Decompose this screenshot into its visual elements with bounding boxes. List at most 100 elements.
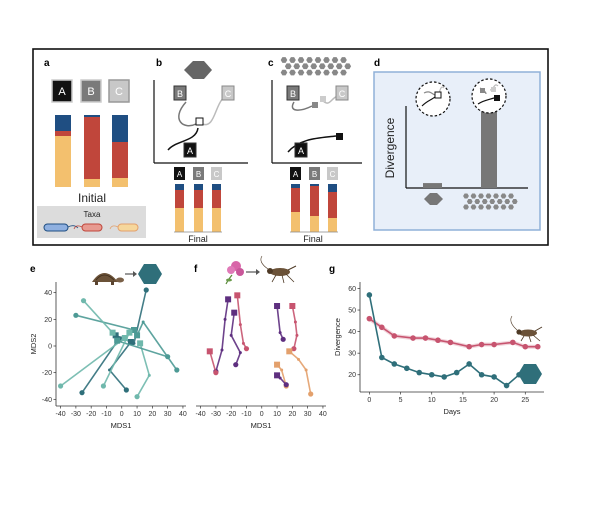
hexagon-icon bbox=[470, 204, 477, 210]
series-point bbox=[379, 354, 385, 361]
x-tick-label: 40 bbox=[179, 411, 187, 418]
trajectory-point bbox=[57, 383, 64, 389]
trajectory-start-point bbox=[206, 348, 213, 355]
bar-a-taxon-a bbox=[55, 136, 71, 187]
trajectory-point bbox=[100, 383, 107, 389]
divergence-bar bbox=[423, 183, 442, 188]
bacterium-icon bbox=[109, 223, 139, 232]
x-tick-label: 0 bbox=[120, 411, 124, 418]
series-point bbox=[410, 335, 416, 341]
series-point bbox=[453, 369, 460, 376]
x-tick-label: -20 bbox=[86, 411, 96, 418]
trajectory-point bbox=[143, 287, 149, 293]
hexagon-icon bbox=[138, 264, 162, 284]
taxon-box-b bbox=[80, 79, 102, 103]
final-b-box-a-label: A bbox=[177, 170, 183, 179]
trajectory-point bbox=[147, 373, 151, 377]
series-point bbox=[416, 369, 423, 376]
hexagon-icon bbox=[284, 63, 292, 70]
series-point bbox=[391, 361, 398, 367]
trajectory-point bbox=[223, 317, 227, 321]
hexagon-icon bbox=[318, 63, 326, 70]
node-box-b-label: B bbox=[177, 89, 183, 99]
bar-c-taxon-a bbox=[112, 178, 128, 187]
hexagon-icon bbox=[500, 204, 507, 210]
trajectory-start-point bbox=[231, 309, 238, 316]
bacterium-icon bbox=[43, 223, 79, 232]
trajectory-start-point bbox=[274, 361, 281, 368]
hexagon-icon bbox=[340, 69, 347, 76]
hexagon-icon bbox=[297, 69, 305, 76]
hexagon-icon bbox=[331, 57, 339, 63]
hexagon-icon bbox=[340, 57, 347, 63]
node-box-a bbox=[183, 142, 197, 158]
series-point bbox=[422, 335, 429, 341]
trajectory-line bbox=[81, 338, 120, 394]
hexagon-icon bbox=[327, 63, 335, 70]
bar-b-taxon-b bbox=[84, 117, 100, 179]
trajectory-point bbox=[141, 320, 145, 324]
hexagon-icon bbox=[323, 57, 330, 63]
taxa-legend-box bbox=[37, 206, 146, 238]
series-point bbox=[403, 365, 410, 372]
x-tick-label: -30 bbox=[71, 411, 81, 418]
series-point bbox=[366, 292, 373, 298]
x-tick-label: 15 bbox=[459, 397, 467, 404]
taxa-legend-title: Taxa bbox=[84, 210, 101, 219]
panel-c-letter: c bbox=[268, 58, 274, 69]
bar-a-taxon-c bbox=[55, 115, 71, 131]
series-point bbox=[522, 343, 529, 350]
final-c-box-a-label: A bbox=[293, 170, 299, 179]
hexagon-icon bbox=[293, 63, 301, 70]
trajectory-point bbox=[280, 368, 284, 372]
trajectory-point bbox=[233, 362, 239, 368]
trajectory-line bbox=[116, 339, 168, 358]
trajectory-point bbox=[308, 391, 314, 397]
trajectory-point bbox=[293, 320, 297, 324]
trajectory-start-point bbox=[134, 332, 141, 339]
trajectory-point bbox=[79, 390, 85, 396]
taxon-box-c-label: C bbox=[115, 86, 123, 98]
x-axis-label: MDS1 bbox=[111, 421, 132, 430]
trajectory-line bbox=[288, 350, 312, 395]
x-tick-label: 20 bbox=[148, 411, 156, 418]
taxon-box-b-label: B bbox=[87, 86, 94, 98]
final-c-box-c-label: C bbox=[330, 170, 336, 179]
panel-c-node-c-label: C bbox=[339, 89, 346, 99]
node-box-c bbox=[221, 85, 235, 101]
hexagon-icon bbox=[301, 63, 309, 70]
hexagon-icon bbox=[280, 69, 288, 76]
x-tick-label: 0 bbox=[367, 397, 371, 404]
taxon-box-c bbox=[108, 79, 130, 103]
trajectory-point bbox=[295, 333, 299, 337]
series-point bbox=[478, 341, 485, 348]
trajectory-point bbox=[174, 367, 180, 373]
hexagon-icon bbox=[466, 199, 473, 204]
trajectory-line bbox=[215, 299, 229, 372]
hexagon-icon bbox=[493, 204, 499, 210]
hexagon-icon bbox=[485, 204, 492, 210]
series-point bbox=[435, 337, 441, 344]
panel-a-stacked-bars bbox=[55, 115, 128, 187]
trajectory-line bbox=[291, 305, 298, 349]
panel-b-letter: b bbox=[156, 58, 162, 69]
trajectory-point bbox=[241, 341, 245, 345]
x-tick-label: 20 bbox=[288, 411, 296, 418]
y-tick-label: 50 bbox=[348, 308, 356, 315]
divergence-bar bbox=[481, 110, 497, 188]
panel-b-diagram: B C A bbox=[153, 80, 248, 164]
cricket-icon bbox=[510, 315, 543, 343]
hexagon-icon bbox=[493, 193, 499, 199]
bar-c-taxon-c bbox=[112, 115, 128, 142]
trajectory-start-point bbox=[274, 372, 281, 379]
series-point bbox=[466, 361, 472, 367]
panel-c-diagram: B C A bbox=[271, 80, 362, 164]
trajectory-line bbox=[102, 332, 131, 387]
trajectory-point bbox=[280, 336, 286, 342]
host-chain-icon bbox=[280, 57, 352, 76]
series-point bbox=[466, 343, 472, 350]
series-point bbox=[366, 315, 373, 322]
y-axis-label: MDS2 bbox=[29, 334, 38, 355]
y-tick-label: 0 bbox=[48, 344, 52, 351]
